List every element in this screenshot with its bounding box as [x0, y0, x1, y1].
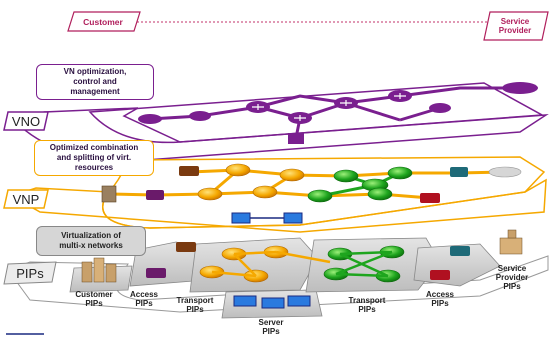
transport-link-orange — [233, 253, 257, 277]
vnp-layer — [10, 156, 547, 233]
server-device — [233, 295, 257, 307]
layer-tabs: VNO VNP PIPs — [3, 111, 57, 285]
transport-link-green — [335, 250, 393, 276]
vnp-tab — [3, 189, 49, 209]
vno-description-box: VN optimization, control and management — [36, 64, 154, 100]
access-device-teal — [450, 246, 470, 256]
vno-router — [429, 103, 451, 113]
transport-pips-label-left: Transport PIPs — [176, 296, 214, 314]
vnp-access-node-purple — [146, 190, 164, 200]
service-provider-tag — [483, 11, 549, 41]
vnp-endpoint — [488, 166, 522, 178]
access-device-purple — [146, 268, 166, 278]
vnp-green-router — [307, 189, 333, 203]
vno-label: VNO — [12, 114, 40, 129]
customer-building — [81, 261, 93, 283]
router-mark — [252, 93, 406, 121]
vnp-server-node — [231, 212, 251, 224]
transport-link-orange — [275, 250, 331, 264]
access-pips-label-left: Access PIPs — [129, 290, 159, 308]
vnp-description-box: Optimized combination and splitting of v… — [34, 140, 154, 176]
vnp-orange-router — [279, 168, 305, 182]
pips-description-box: Virtualization of multi-x networks — [36, 226, 146, 256]
transport-link-green — [339, 252, 389, 278]
transport-pips-label-right: Transport PIPs — [348, 296, 386, 314]
vnp-green-router — [387, 166, 413, 180]
service-provider-pips-label: Service Provider PIPs — [495, 264, 529, 291]
customer-label: Customer — [83, 17, 123, 27]
service-provider-building — [507, 229, 517, 239]
vnp-access-node — [179, 166, 199, 176]
pips-tab — [3, 261, 57, 285]
access-device-brown — [176, 242, 196, 252]
vnp-customer-node — [101, 185, 117, 203]
customer-building — [93, 257, 105, 283]
vno-description: VN optimization, control and management — [63, 67, 127, 96]
vnp-server-node — [283, 212, 303, 224]
vnp-access-node-teal — [450, 167, 468, 177]
customer-building — [105, 263, 117, 283]
customer-tag — [67, 11, 141, 32]
customer-pips-label: Customer PIPs — [75, 290, 113, 308]
vnp-green-router — [367, 187, 393, 201]
vnp-orange-router — [197, 187, 223, 201]
server-device — [287, 295, 311, 307]
vnp-access-node-red — [420, 193, 440, 203]
vnp-label: VNP — [13, 192, 40, 207]
vno-node — [138, 114, 162, 124]
vnp-green-router — [333, 169, 359, 183]
vno-server-node — [288, 133, 304, 144]
transport-link-orange — [211, 270, 257, 278]
transport-pip-plate-left — [189, 237, 319, 293]
transport-link-orange — [233, 250, 277, 256]
service-provider-building — [499, 237, 523, 255]
server-pips-label: Server PIPs — [258, 318, 284, 336]
pip-layer — [7, 229, 549, 319]
access-device-red — [430, 270, 450, 280]
vnp-description: Optimized combination and splitting of v… — [49, 143, 139, 172]
vnp-orange-router — [252, 185, 278, 199]
vno-tab — [3, 111, 49, 131]
server-device — [261, 297, 285, 309]
vnp-orange-router — [225, 163, 251, 177]
pips-label: PIPs — [16, 266, 44, 281]
access-pips-label-right: Access PIPs — [425, 290, 455, 308]
pips-description: Virtualization of multi-x networks — [59, 231, 123, 250]
vno-layer — [16, 82, 549, 162]
transport-link-green — [339, 250, 393, 256]
transport-link-green — [335, 272, 389, 278]
vno-endpoint — [502, 82, 538, 94]
vno-node — [189, 111, 211, 121]
